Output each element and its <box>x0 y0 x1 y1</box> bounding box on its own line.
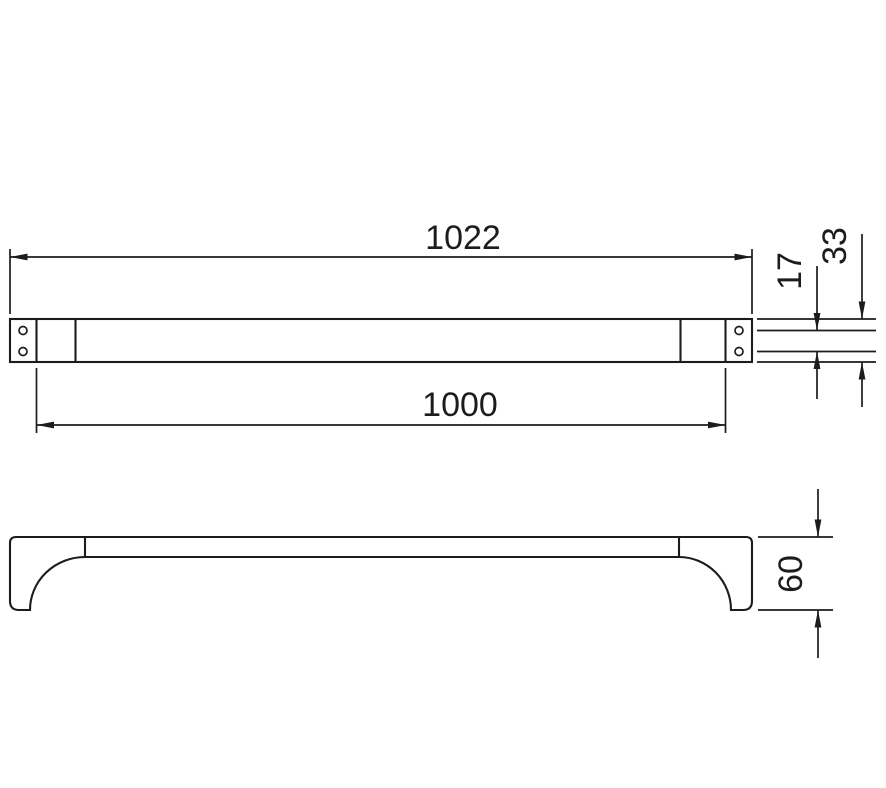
front-view <box>8 317 754 364</box>
plan-outline <box>8 535 754 612</box>
dim-overall-length: 1022 <box>9 219 753 314</box>
screw-hole-left-top <box>18 325 28 336</box>
plan-view <box>8 535 754 612</box>
dim-plate-height: 33 <box>757 227 876 407</box>
dim-label-overall-length: 1022 <box>425 219 501 257</box>
dim-label-hole-spacing: 17 <box>771 252 809 290</box>
screw-hole-left-bottom <box>18 346 28 357</box>
dim-label-plate-height: 33 <box>816 227 854 265</box>
screw-hole-right-top <box>734 325 744 336</box>
dim-hole-spacing: 17 <box>757 252 876 399</box>
dim-label-mounting-length: 1000 <box>422 386 498 424</box>
bar-outline <box>8 317 754 364</box>
dim-depth: 60 <box>758 489 833 658</box>
dim-label-depth: 60 <box>772 555 810 593</box>
dim-mounting-length: 1000 <box>35 368 727 433</box>
screw-hole-right-bottom <box>734 346 744 357</box>
